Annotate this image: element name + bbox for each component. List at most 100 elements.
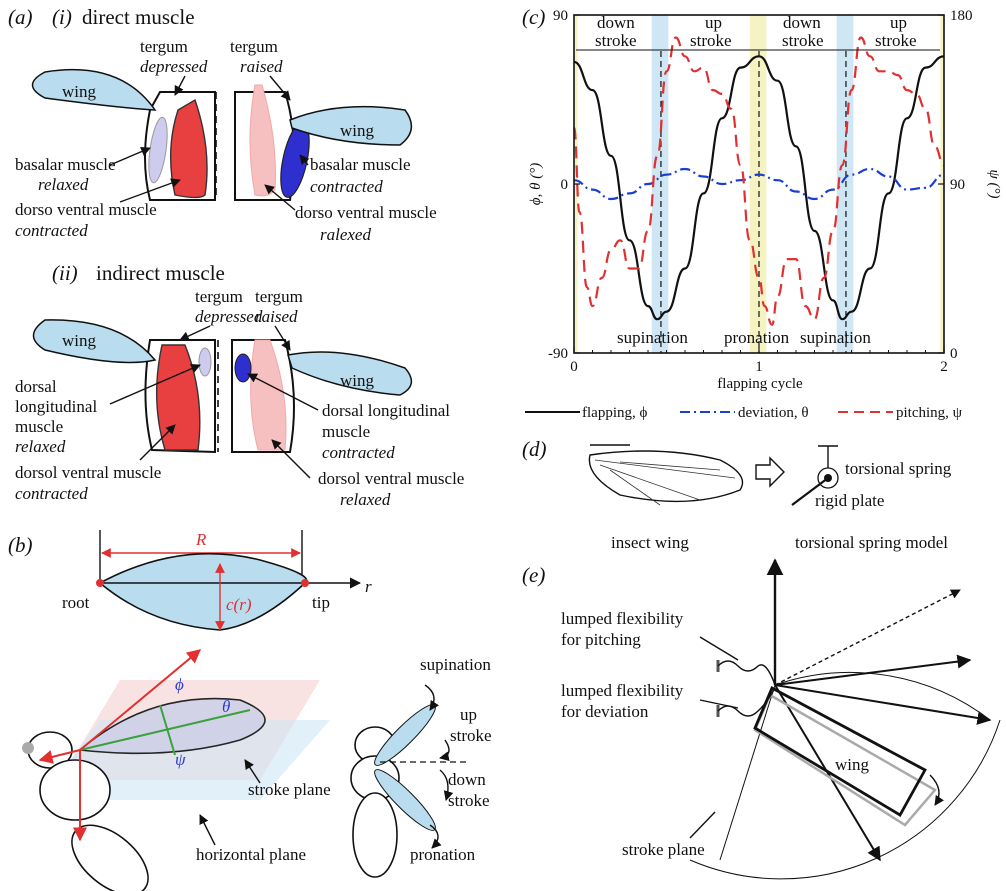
chart-lines: [572, 36, 945, 326]
arrow-dl-2: [247, 373, 319, 411]
arc-down: [439, 769, 454, 801]
series-line-0: [573, 55, 945, 321]
dvm-label-2: dorso ventral muscle: [295, 203, 437, 222]
dvm-label-3: dorsol ventral muscle: [15, 463, 161, 482]
wing-label-e: wing: [835, 755, 870, 774]
c-ylabel-right: ψ (°): [986, 169, 1002, 198]
arrow-dvm-3: [139, 424, 176, 461]
c-pronation: pronation: [724, 328, 790, 347]
tergum-label-4: tergum: [255, 287, 303, 306]
depressed-label-1: depressed: [140, 57, 208, 76]
supination-label-b: supination: [420, 655, 491, 674]
contracted-label-2: contracted: [310, 177, 383, 196]
panel-d-tag: (d): [522, 437, 547, 461]
c-down-2: down: [783, 13, 821, 32]
raised-label-1: raised: [240, 57, 283, 76]
tergum-label-3: tergum: [195, 287, 243, 306]
panel-d: (d) torsional spring rigid plate insect …: [522, 437, 952, 552]
wing-label-i-right: wing: [340, 121, 375, 140]
ytick-label-left-0: 90: [553, 8, 568, 24]
stroke-plane-arc: [689, 719, 1001, 880]
insect-thorax: [39, 759, 111, 821]
c-stroke-4: stroke: [875, 31, 917, 50]
phase-band-1: [651, 15, 669, 353]
series-line-2: [572, 36, 945, 326]
r-label: r: [365, 577, 372, 596]
ray-5: [719, 684, 776, 861]
dorsal-label: dorsal: [15, 377, 57, 396]
dvm-label-1: dorso ventral muscle: [15, 200, 157, 219]
ray-2: [774, 654, 972, 686]
dorso-ventral-muscle-relaxed-i: [249, 84, 276, 197]
relaxed-label-2: relaxed: [15, 437, 66, 456]
rigid-plate-line: [791, 477, 829, 506]
ytick-label-right-1: 90: [950, 177, 965, 193]
axis-back: [38, 749, 81, 764]
axis-up: [79, 649, 202, 751]
relaxed-label-3: relaxed: [340, 490, 391, 509]
c-stroke-2: stroke: [690, 31, 732, 50]
arrow-dvm-2: [264, 184, 296, 211]
wing-label-ii-left: wing: [62, 331, 97, 350]
phi-label: ϕ: [175, 675, 184, 694]
stroke-plane-label: stroke plane: [248, 780, 331, 799]
ytick-label-left-1: 0: [561, 177, 569, 193]
depressed-label-2: depressed: [195, 307, 263, 326]
torsional-spring-label: torsional spring: [845, 459, 952, 478]
lumped-deviation-2: for deviation: [561, 702, 649, 721]
lumped-pitching-1: lumped flexibility: [561, 609, 684, 628]
stroke-plane-label-e: stroke plane: [622, 840, 705, 859]
root-point: [96, 579, 104, 587]
tergum-label-1: tergum: [140, 37, 188, 56]
rigid-plate-label: rigid plate: [815, 491, 884, 510]
arrow-dvm-1: [119, 178, 181, 203]
leader-stroke-plane: [689, 811, 716, 839]
panel-a-ii-tag: (ii): [52, 261, 78, 285]
insect2-abdomen: [352, 792, 398, 878]
arrow-tergum-3: [179, 325, 211, 341]
wing-label-i-left: wing: [62, 82, 97, 101]
theta-label: θ: [222, 697, 230, 716]
wing-planform: [98, 552, 308, 631]
dl-label-2: dorsal longitudinal: [322, 401, 450, 420]
tergum-label-2: tergum: [230, 37, 278, 56]
psi-label: ψ: [175, 750, 186, 769]
c-stroke-3: stroke: [782, 31, 824, 50]
longitudinal-label: longitudinal: [15, 397, 97, 416]
wing-right-i: [289, 105, 413, 146]
relaxed-label-1: relaxed: [38, 175, 89, 194]
arrow-horizontal-plane: [199, 814, 216, 846]
panel-c-tag: (c): [522, 5, 545, 29]
pitch-spring: [717, 660, 776, 686]
basalar-label-1: basalar muscle: [15, 155, 116, 174]
contracted-label-1: contracted: [15, 221, 88, 240]
arc-pronation: [429, 824, 442, 849]
basalar-label-2: basalar muscle: [310, 155, 411, 174]
up-label-b: up: [460, 705, 477, 724]
c-supination-1: supination: [617, 328, 688, 347]
wing-left-i: [31, 68, 157, 111]
insect-wing-label: insect wing: [611, 533, 689, 552]
insect-abdomen: [71, 824, 149, 891]
legend-flapping: flapping, ϕ: [582, 405, 647, 421]
torsional-spring-model-label: torsional spring model: [795, 533, 948, 552]
chord-label: c(r): [226, 595, 252, 614]
phase-band-2: [749, 15, 767, 353]
wing-label-ii-right: wing: [340, 371, 375, 390]
wing-veins: [594, 459, 736, 506]
panel-a-i-tag: (i): [52, 5, 72, 29]
dorsal-longitudinal-relaxed-ii: [198, 347, 212, 377]
wing-rect: [753, 686, 927, 817]
ralexed-label: ralexed: [320, 225, 371, 244]
c-xlabel: flapping cycle: [717, 376, 803, 392]
panel-a-tag: (a): [8, 5, 33, 29]
ytick-label-right-0: 180: [950, 8, 973, 24]
insect-wing-drawing: [588, 450, 744, 503]
tip-label: tip: [312, 593, 330, 612]
muscle-label-2: muscle: [322, 422, 370, 441]
panel-e: (e) wing lumped flexibility for pitching…: [522, 558, 1001, 880]
c-stroke-1: stroke: [595, 31, 637, 50]
